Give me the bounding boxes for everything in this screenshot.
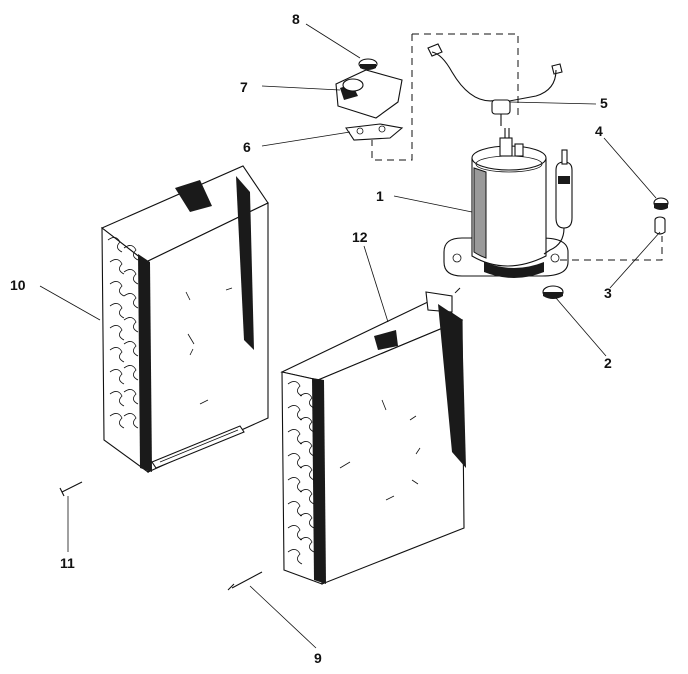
compressor: [443, 128, 573, 278]
screw-left: [59, 481, 83, 497]
callout-2: 2: [604, 355, 612, 371]
callout-5: 5: [600, 95, 608, 111]
evaporator-coil: [100, 165, 269, 474]
callout-10: 10: [10, 277, 26, 293]
callout-7: 7: [240, 79, 248, 95]
callout-9: 9: [314, 650, 322, 666]
mounting-bracket: [345, 123, 404, 141]
condenser-coil: [280, 291, 466, 585]
callout-3: 3: [604, 285, 612, 301]
nut-top: [358, 58, 378, 70]
grommet: [542, 285, 564, 299]
spacer: [654, 216, 666, 235]
nut-side: [653, 197, 669, 210]
leader-lines: [39, 23, 661, 649]
callout-6: 6: [243, 139, 251, 155]
overload-protector: [427, 43, 563, 126]
callout-1: 1: [376, 188, 384, 204]
terminal-cover: [335, 69, 403, 119]
callout-11: 11: [60, 555, 75, 571]
screw-bottom: [227, 571, 263, 591]
callouts: 8 7 5 6 4 1 12 3 10 2 11 9: [10, 11, 612, 666]
assembly-lines: [371, 33, 663, 297]
callout-12: 12: [352, 229, 368, 245]
callout-4: 4: [595, 123, 603, 139]
callout-8: 8: [292, 11, 300, 27]
